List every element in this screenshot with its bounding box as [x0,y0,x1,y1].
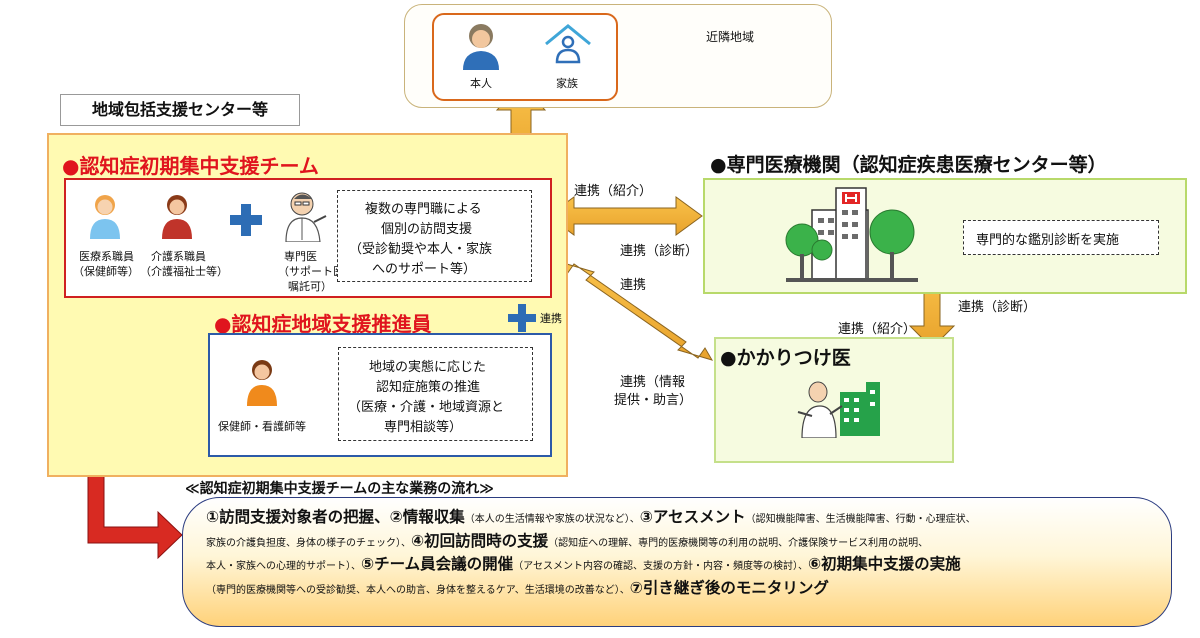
promoter-desc-line4: 専門相談等） [384,420,463,435]
medical-staff-icon [90,195,120,239]
flow-box [182,497,1172,627]
member1-line2: （保健師等） [73,265,139,278]
arrow-team-hospital [547,196,703,236]
person-label: 本人 [470,77,492,90]
hospital-building-icon [785,187,918,282]
link-team-clinic: 連携 [620,278,647,293]
promoter-desc-line3: （医療・介護・地域資源と [348,400,505,415]
link-clinic-info-line2: 提供・助言） [614,393,693,408]
team-desc-line3: （受診勧奨や本人・家族 [349,242,493,257]
flow-l1-d: （認知機能障害、生活機能障害、行動・心理症状、 [745,514,976,525]
member2-line1: 介護系職員 [151,250,206,263]
flow-l2-c: （認知症への理解、専門的医療機関等の利用の説明、介護保険サービス利用の説明、 [548,538,929,549]
team-desc-line2: 個別の訪問支援 [381,222,473,237]
flow-l1-b: （本人の生活情報や家族の状況など）、 [464,514,640,525]
flow-line-2: 家族の介護負担度、身体の様子のチェック）、④初回訪問時の支援（認知症への理解、専… [206,529,928,551]
flow-l2-a: 家族の介護負担度、身体の様子のチェック）、 [206,538,411,549]
home-icon [545,24,591,64]
link-hospital-clinic-right: 連携（診断） [958,300,1037,315]
team-description [337,190,532,282]
clinic-box [714,337,954,463]
promoter-description [338,347,533,441]
flow-title: ≪認知症初期集中支援チームの主な業務の流れ≫ [185,481,494,497]
flow-l4-b: ⑦引き継ぎ後のモニタリング [629,579,829,597]
plus-icon [508,304,536,332]
flow-l3-b: ⑤チーム員会議の開催 [361,555,514,573]
clinic-title: ●かかりつけ医 [720,347,851,369]
flow-l1-c: ③アセスメント [639,508,746,526]
arrow-team-clinic [558,261,714,361]
flow-l4-a: （専門的医療機関等への受診勧奨、本人への助言、身体を整えるケア、生活環境の改善な… [206,585,630,596]
care-staff-icon [162,195,192,239]
member2-line2: （介護福祉士等） [140,265,228,278]
flow-line-3: 本人・家族への心理的サポート）、⑤チーム員会議の開催（アセスメント内容の確認、支… [206,552,961,574]
flow-l3-d: ⑥初期集中支援の実施 [807,555,961,573]
person-icon [463,24,499,70]
promoter-member-label: 保健師・看護師等 [218,420,306,433]
team-title: ●認知症初期集中支援チーム [62,154,319,178]
team-desc-line1: 複数の専門職による [365,202,482,217]
flow-line-1: ①訪問支援対象者の把握、②情報収集（本人の生活情報や家族の状況など）、③アセスメ… [206,505,976,527]
link-team-hospital-bottom: 連携（診断） [620,244,699,259]
persons-box [432,13,618,101]
link-hospital-clinic-left: 連携（紹介） [838,322,917,337]
center-label: 地域包括支援センター等 [60,94,300,126]
doctor-icon [285,192,327,242]
member1-line1: 医療系職員 [79,250,134,263]
link-clinic-info-line1: 連携（情報 [620,375,686,390]
hospital-description [963,220,1159,255]
flow-l3-c: （アセスメント内容の確認、支援の方針・内容・頻度等の検討）、 [513,561,808,572]
hospital-desc-text: 専門的な鑑別診断を実施 [976,233,1120,248]
promoter-desc-line1: 地域の実態に応じた [369,360,487,375]
flow-l3-a: 本人・家族への心理的サポート）、 [206,561,361,572]
plus-icon [230,204,262,236]
link-team-hospital-top: 連携（紹介） [574,184,653,199]
family-label: 家族 [556,77,578,90]
team-desc-line4: へのサポート等） [372,262,477,277]
hospital-title: ●専門医療機関（認知症疾患医療センター等） [710,154,1107,176]
nurse-icon [247,360,277,406]
member3-line1: 専門医 [284,250,317,263]
flow-line-4: （専門的医療機関等への受診勧奨、本人への助言、身体を整えるケア、生活環境の改善な… [206,576,829,598]
clinic-doctor-icon [797,381,880,438]
promoter-title: ●認知症地域支援推進員 [214,312,432,336]
promoter-desc-line2: 認知症施策の推進 [376,380,481,395]
neighborhood-label: 近隣地域 [706,30,755,44]
member3-line3: 嘱託可） [288,280,332,293]
promoter-plus-label: 連携 [540,312,562,325]
member3-line2: （サポート医 [278,265,344,278]
flow-l2-b: ④初回訪問時の支援 [411,532,549,550]
flow-l1-a: ①訪問支援対象者の把握、②情報収集 [206,508,465,526]
